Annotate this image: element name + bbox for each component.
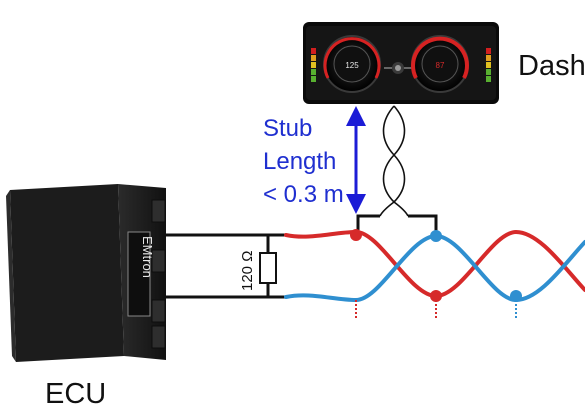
- ecu-brand-badge: EMtron: [127, 231, 155, 317]
- stub-label-line-2: Length: [263, 148, 337, 175]
- termination-resistor: 120 Ω: [239, 251, 277, 291]
- stub-label-line-1: Stub: [263, 115, 313, 142]
- resistor-label: 120 Ω: [239, 251, 256, 291]
- can-low-node-right: [510, 290, 522, 302]
- dash-right-gauge: 87: [411, 35, 469, 93]
- dash-right-gauge-value: 87: [436, 61, 445, 70]
- can-bus-wires: [164, 233, 286, 299]
- can-low-node-stub: [430, 230, 442, 242]
- dash-display: 125 87: [303, 22, 499, 104]
- ecu-label: ECU: [45, 378, 107, 410]
- can-high-node-stub: [350, 229, 362, 241]
- dash-left-gauge-value: 125: [345, 61, 359, 70]
- stub-length-label: Stub Length < 0.3 m: [263, 112, 344, 211]
- stub-label-line-3: < 0.3 m: [263, 181, 344, 208]
- dash-center-indicator: [384, 62, 412, 74]
- bus-nodes: [350, 229, 522, 320]
- dash-label: Dash: [518, 50, 585, 82]
- can-high-node-mid: [430, 290, 442, 302]
- stub-length-arrow: [346, 106, 366, 214]
- dash-left-bar-indicator: [311, 48, 316, 82]
- can-twisted-pair: [284, 229, 585, 303]
- ecu-unit: EMtron: [6, 184, 166, 362]
- stub-twisted-pair: [379, 105, 409, 217]
- dash-left-gauge: 125: [323, 35, 381, 93]
- ecu-brand-text: EMtron: [140, 236, 155, 278]
- stub-connection-wires: [356, 214, 438, 232]
- ecu-connectors: [151, 199, 166, 349]
- dash-right-bar-indicator: [486, 48, 491, 82]
